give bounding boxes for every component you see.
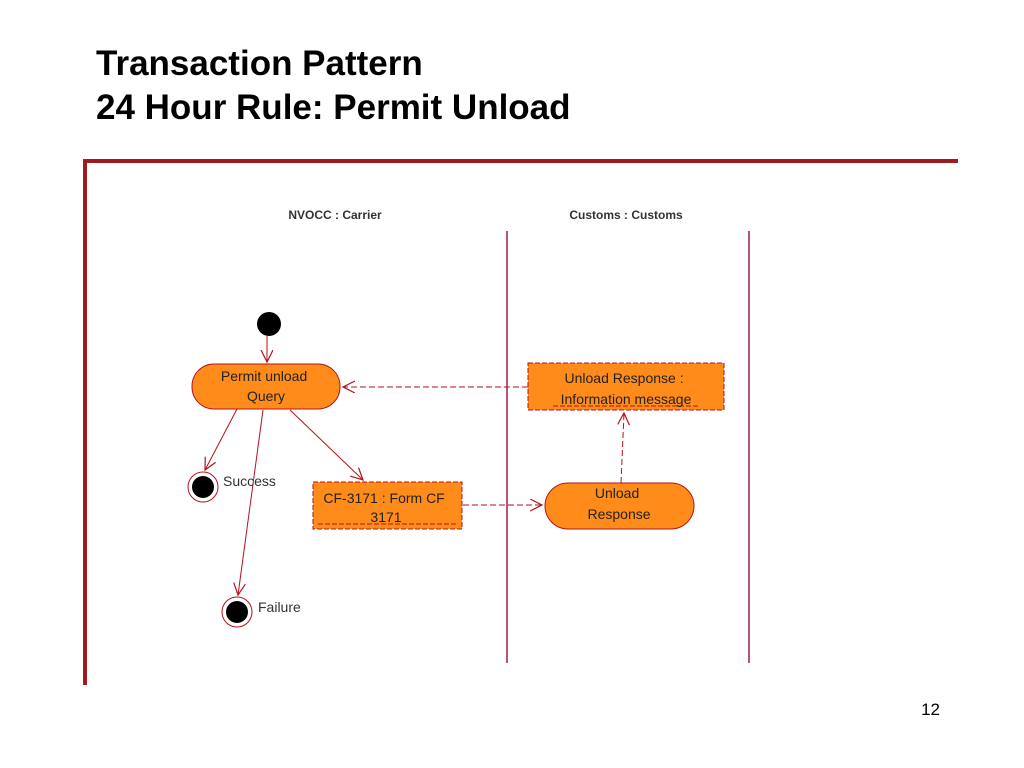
permit-unload-query-label: Permit unload Query (221, 368, 311, 404)
edge-query-to-success (205, 408, 238, 470)
unload-response-node (544, 482, 695, 530)
unload-info-message-node (527, 362, 725, 411)
unload-info-line-1: Unload Response : (565, 370, 684, 386)
frame-left-border (83, 159, 87, 685)
failure-label: Failure (258, 599, 301, 615)
cf3171-label: CF-3171 : Form CF 3171 (323, 490, 448, 525)
swimlane-header-nvocc: NVOCC : Carrier (288, 208, 382, 222)
unload-response-label: Unload Response (587, 485, 650, 522)
cf3171-line-1: CF-3171 : Form CF (323, 490, 444, 506)
page-number: 12 (921, 700, 940, 719)
permit-unload-query-line-2: Query (247, 388, 285, 404)
unload-response-line-1: Unload (595, 485, 639, 501)
unload-response-line-2: Response (587, 506, 650, 522)
edge-unload-response-to-info (621, 413, 624, 484)
title-line-2: 24 Hour Rule: Permit Unload (96, 88, 571, 127)
slide-title: Transaction Pattern 24 Hour Rule: Permit… (96, 42, 571, 130)
failure-final-node (226, 601, 248, 623)
initial-node (257, 312, 281, 336)
success-final-node (192, 476, 214, 498)
cf3171-line-2: 3171 (370, 509, 401, 525)
title-line-1: Transaction Pattern (96, 44, 423, 83)
edge-query-to-form (289, 409, 363, 480)
unload-info-label: Unload Response : Information message (561, 370, 692, 407)
permit-unload-query-node (191, 363, 341, 410)
edge-query-to-failure (238, 409, 264, 595)
cf3171-form-node (312, 481, 463, 530)
unload-info-line-2: Information message (561, 391, 692, 407)
success-label: Success (223, 473, 276, 489)
permit-unload-query-line-1: Permit unload (221, 368, 307, 384)
swimlane-header-customs: Customs : Customs (569, 208, 683, 222)
frame-top-border (83, 159, 958, 163)
